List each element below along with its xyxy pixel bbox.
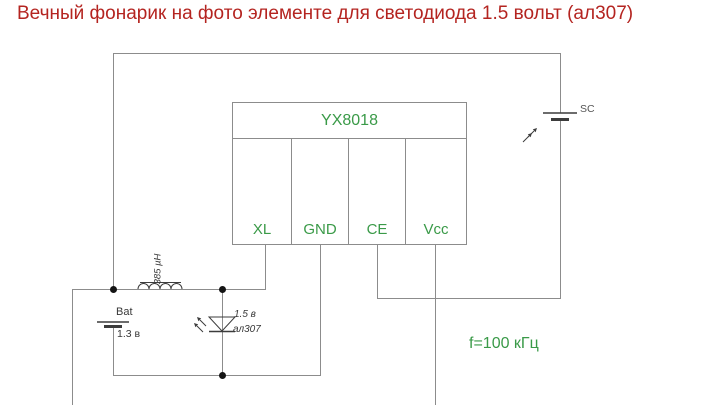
wire-bottom-rail bbox=[113, 375, 321, 376]
chip-name: YX8018 bbox=[233, 103, 466, 139]
junction-dot-led-bottom bbox=[219, 372, 226, 379]
battery-icon bbox=[97, 321, 129, 328]
led-emission-arrows bbox=[194, 317, 207, 333]
wire-solarcell-bottom bbox=[560, 121, 561, 299]
inductor-value: 385 µH bbox=[152, 253, 164, 285]
wire-solarcell-top bbox=[560, 53, 561, 113]
wire-inductor-rail bbox=[113, 289, 223, 290]
wire-gnd-vertical bbox=[320, 245, 321, 376]
wire-ce-horizontal bbox=[377, 298, 561, 299]
pin-label-xl: XL bbox=[252, 221, 272, 238]
wire-battery-top-drop bbox=[113, 53, 114, 290]
wire-battery-bottom bbox=[113, 327, 114, 376]
chip-yx8018: YX8018 XL GND CE Vcc bbox=[232, 102, 467, 245]
led-icon bbox=[194, 316, 237, 333]
solar-cell-icon bbox=[522, 112, 577, 143]
wire-led-vertical bbox=[222, 289, 223, 376]
chip-cell-ce: CE bbox=[349, 139, 406, 245]
wire-left-offscreen bbox=[72, 289, 73, 405]
pin-label-vcc: Vcc bbox=[423, 221, 449, 238]
junction-dot-led-top bbox=[219, 286, 226, 293]
chip-cell-gnd: GND bbox=[292, 139, 349, 245]
wire-top-rail bbox=[113, 53, 561, 54]
chip-cell-vcc: Vcc bbox=[406, 139, 466, 245]
pin-label-gnd: GND bbox=[303, 221, 337, 238]
solar-cell-light-arrows bbox=[522, 128, 537, 143]
battery-voltage: 1.3 в bbox=[117, 328, 141, 340]
schematic-title: Вечный фонарик на фото элементе для свет… bbox=[17, 3, 634, 24]
battery-name: Bat bbox=[116, 306, 133, 318]
chip-pin-row: XL GND CE Vcc bbox=[233, 139, 466, 245]
frequency-label: f=100 кГц bbox=[469, 335, 539, 352]
wire-xl-vertical bbox=[265, 245, 266, 290]
solar-cell-label: SC bbox=[580, 103, 595, 115]
led-model: ал307 bbox=[233, 324, 261, 335]
wire-vcc-vertical bbox=[435, 245, 436, 405]
junction-dot-battery-top bbox=[110, 286, 117, 293]
pin-label-ce: CE bbox=[366, 221, 388, 238]
chip-cell-xl: XL bbox=[233, 139, 292, 245]
wire-ce-vertical bbox=[377, 245, 378, 299]
inductor-icon bbox=[137, 282, 183, 290]
wire-left-stub bbox=[72, 289, 113, 290]
wire-xl-horizontal bbox=[222, 289, 266, 290]
led-voltage: 1.5 в bbox=[234, 309, 256, 320]
